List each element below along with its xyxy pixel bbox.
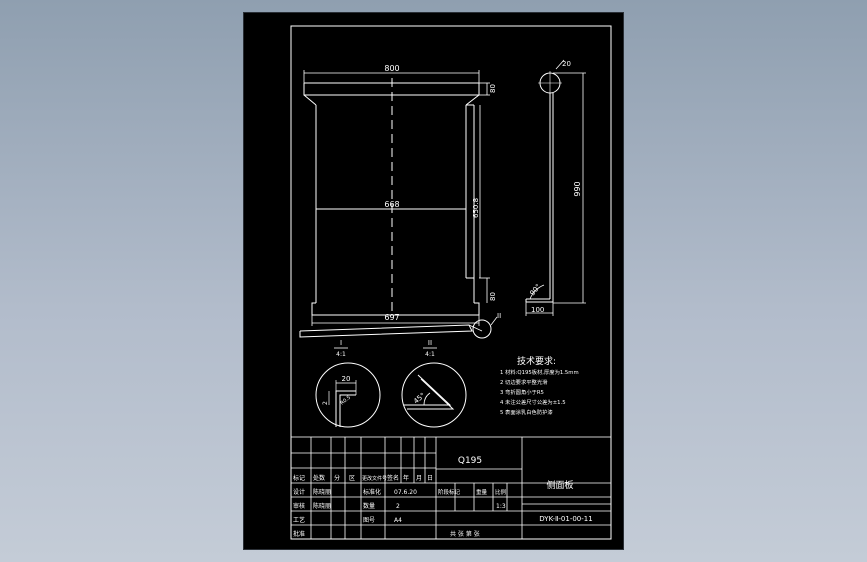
tb-qty-label: 数量 [363, 502, 375, 510]
dim-side-angle: 90° [528, 283, 542, 298]
dim-inner-width: 668 [384, 200, 399, 209]
tb-size-label: 图号 [363, 517, 375, 524]
tech-req-item-5: 5 表面涂乳白色防护漆 [500, 408, 553, 416]
tb-process-label: 工艺 [293, 516, 305, 524]
dim-bottom-flange: 80 [489, 292, 497, 301]
detail-one-label: I [340, 339, 342, 347]
tb-sign: 签名 [387, 474, 399, 482]
tb-weight-label: 重量 [476, 488, 488, 496]
detail-two-marker [472, 319, 492, 339]
tb-mark: 标记 [293, 474, 305, 482]
detail-two-profile [404, 374, 452, 406]
detail-one-dim-20: 20 [342, 375, 351, 383]
tech-req-item-1: 1 材料:Q195板材,厚度为1.5mm [500, 368, 579, 376]
bottom-flange [311, 302, 480, 316]
tb-check-label: 审核 [293, 502, 305, 510]
tech-req-item-2: 2 切边要求平整光滑 [500, 378, 548, 386]
tb-day: 日 [427, 475, 433, 482]
bottom-edge-strip [299, 324, 473, 338]
detail-two-label: II [497, 312, 501, 320]
drawing-canvas: 800 668 697 80 650.8 80 II 20 990 90° 10… [290, 25, 612, 540]
tb-count: 处数 [313, 474, 325, 482]
tb-month: 月 [416, 475, 422, 482]
detail-one [315, 362, 381, 428]
detail-one-dim-r: R0.5 [339, 395, 352, 407]
tb-drawing-no: DYK-Ⅱ-01-00-11 [539, 515, 592, 523]
dim-hole: 20 [562, 60, 571, 68]
title-block [290, 436, 612, 540]
tb-change-doc: 更改文件号 [362, 475, 387, 482]
tb-material: Q195 [458, 456, 482, 466]
tech-req-title: 技术要求: [517, 355, 556, 367]
side-view [525, 59, 586, 316]
tb-check-name: 陈晓丽 [313, 502, 331, 510]
detail-two-dim-angle: 45° [412, 391, 427, 405]
tb-date: 07.6.20 [394, 489, 417, 496]
front-view [299, 70, 498, 339]
tb-size-value: A4 [394, 517, 402, 524]
detail-two-title: II [428, 339, 432, 347]
tb-zone: 区 [349, 475, 355, 482]
dim-side-height: 990 [573, 181, 582, 196]
tb-sheets: 共 张 第 张 [450, 530, 480, 538]
dim-inner-height: 650.8 [472, 198, 480, 218]
dim-bottom-width: 697 [384, 313, 399, 322]
tb-year: 年 [403, 474, 409, 482]
detail-one-scale: 4:1 [336, 351, 346, 358]
drawing-sheet: 800 668 697 80 650.8 80 II 20 990 90° 10… [244, 13, 623, 549]
detail-two-circle [401, 362, 467, 428]
tb-design-label: 设计 [293, 488, 305, 496]
tb-approve-label: 批准 [293, 530, 305, 538]
dim-top-width: 800 [384, 64, 399, 73]
tb-design-name: 陈晓丽 [313, 488, 331, 496]
tech-req-item-3: 3 弯折圆角小于R5 [500, 388, 544, 396]
dim-side-base: 100 [531, 306, 544, 314]
detail-one-circle [315, 362, 381, 428]
tb-part-name: 侧面板 [546, 479, 573, 491]
tb-stage-label: 阶段标记 [438, 488, 461, 496]
detail-one-dim-2: 2 [322, 401, 329, 405]
tb-qty-value: 2 [396, 503, 400, 510]
dim-top-flange: 80 [489, 84, 497, 93]
tech-req-item-4: 4 未注公差尺寸公差为±1.5 [500, 398, 566, 406]
tb-scale-label: 比例 [495, 488, 507, 496]
tb-standard-label: 标准化 [363, 488, 381, 496]
detail-two-scale: 4:1 [425, 351, 435, 358]
tb-scale-value: 1:3 [496, 503, 506, 510]
detail-two [401, 362, 467, 428]
inner-frame [290, 25, 612, 540]
tb-div: 分 [334, 474, 340, 482]
